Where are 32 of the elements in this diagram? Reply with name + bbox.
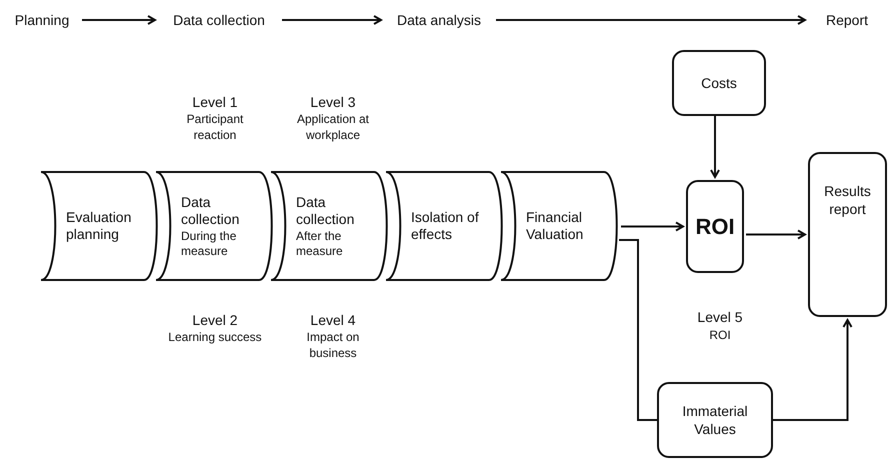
arrow xyxy=(621,222,684,232)
level-description: Learning success xyxy=(167,330,263,346)
phase-label: Planning xyxy=(4,9,80,31)
step-title: Isolation of effects xyxy=(411,208,480,244)
level-description: ROI xyxy=(708,328,732,344)
process-box: Immaterial Values xyxy=(657,382,773,458)
process-box: ROI xyxy=(686,180,744,273)
step-title: Data collection xyxy=(181,194,240,228)
arrow xyxy=(82,15,156,25)
phase-label: Data analysis xyxy=(384,9,494,31)
arrow xyxy=(773,319,852,421)
step-title: Evaluation planning xyxy=(66,208,132,244)
level-label: Level 5 xyxy=(696,308,744,326)
level-label: Level 1 xyxy=(191,93,239,112)
level-label: Level 2 xyxy=(191,311,239,330)
step-title: Financial Valuation xyxy=(526,208,584,244)
arrow xyxy=(282,15,382,25)
level-description: Participant reaction xyxy=(186,112,244,144)
step-title: Data collection xyxy=(296,194,356,228)
level-description: Application at workplace xyxy=(296,112,370,144)
level-label: Level 4 xyxy=(309,311,357,330)
level-label: Level 3 xyxy=(309,93,357,112)
phase-label: Report xyxy=(808,9,886,31)
step-note: During the measure xyxy=(181,228,238,258)
level-description: Impact on business xyxy=(306,330,360,362)
process-box: Costs xyxy=(672,50,766,116)
step-note: After the measure xyxy=(296,228,344,258)
arrow xyxy=(496,15,806,25)
arrow xyxy=(746,230,806,240)
process-box: Results report xyxy=(808,152,887,317)
arrow xyxy=(710,116,720,178)
phase-label: Data collection xyxy=(158,9,280,31)
